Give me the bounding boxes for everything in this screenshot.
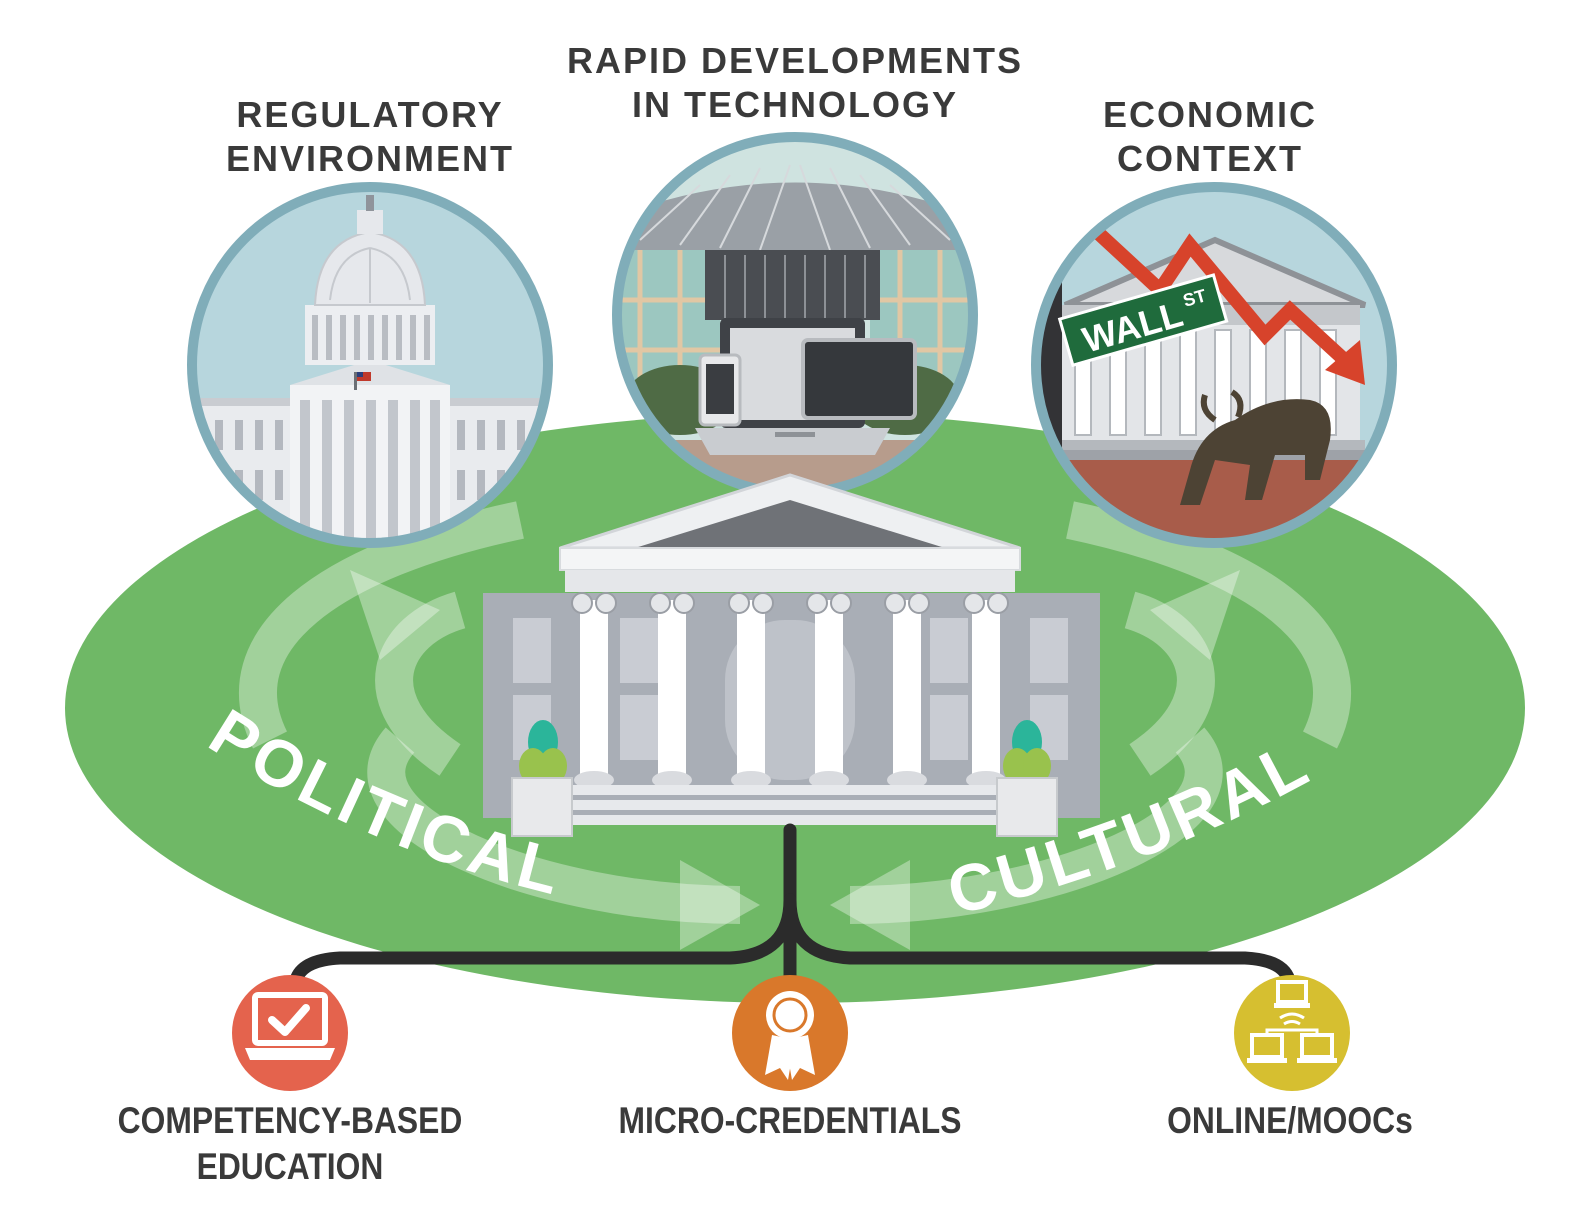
title-line: REGULATORY [236,94,504,135]
label-line: EDUCATION [196,1146,384,1187]
economic-circle-border [1031,182,1397,548]
label-line: ONLINE/MOOCs [1167,1100,1413,1141]
university-building-icon [483,473,1100,837]
label-line: COMPETENCY-BASED [117,1100,463,1141]
flow-arrows [239,501,1351,924]
technology-title: RAPID DEVELOPMENTS IN TECHNOLOGY [545,39,1045,127]
title-line: RAPID DEVELOPMENTS [566,40,1024,81]
label-line: MICRO-CREDENTIALS [618,1100,962,1141]
award-ribbon-icon [732,975,848,1091]
laptop-checkmark-icon [232,975,348,1091]
title-line: ECONOMIC [1103,94,1317,135]
micro-credentials-label: MICRO-CREDENTIALS [592,1098,988,1144]
title-line: ENVIRONMENT [225,138,514,179]
wall-street-bull-icon: WALL ST [1031,182,1397,548]
competency-based-education-label: COMPETENCY-BASED EDUCATION [92,1098,488,1190]
regulatory-environment-title: REGULATORY ENVIRONMENT [170,93,570,181]
economic-context-title: ECONOMIC CONTEXT [1030,93,1390,181]
title-line: IN TECHNOLOGY [631,84,958,125]
connector-lines [289,823,1296,992]
flow-arrowheads [350,570,1240,950]
title-line: CONTEXT [1116,138,1303,179]
online-moocs-label: ONLINE/MOOCs [1118,1098,1462,1144]
networked-computers-icon [1234,975,1350,1091]
regulatory-circle-border [187,182,553,548]
